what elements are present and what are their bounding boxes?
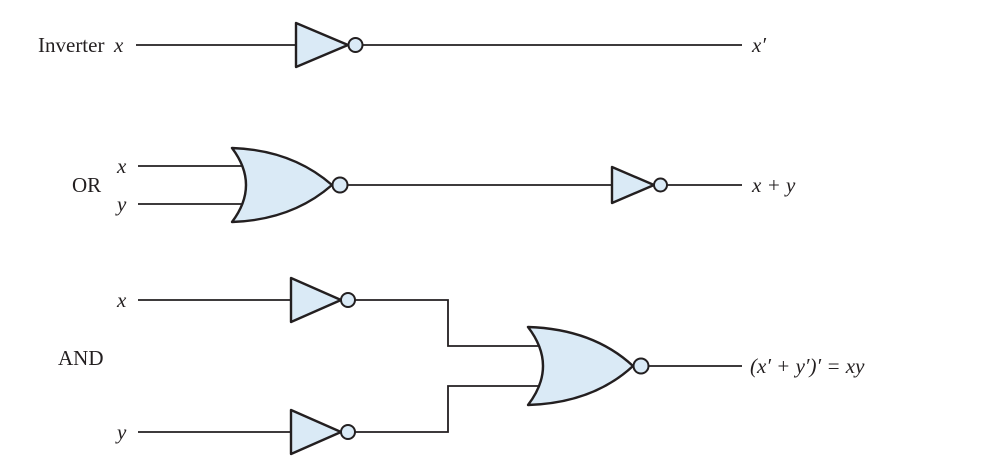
- output-label-row3: (x′ + y′)′ = xy: [750, 354, 865, 378]
- row-or: OR x y x + y: [72, 146, 796, 224]
- inversion-bubble-icon: [340, 424, 356, 440]
- input-label-y-row2: y: [115, 192, 127, 216]
- row-and: AND x y (x′ + y′)′ = xy: [58, 276, 865, 456]
- not-gate-icon: [289, 408, 343, 456]
- wire: [355, 385, 548, 433]
- nor-gate-icon: [526, 325, 635, 407]
- wire: [355, 299, 548, 347]
- inversion-bubble-icon: [331, 176, 349, 194]
- not-gate-icon: [289, 276, 343, 324]
- not-gate-icon: [294, 21, 350, 69]
- output-label-row1: x′: [751, 33, 766, 57]
- not-gate-icon: [610, 165, 656, 205]
- row-label-and: AND: [58, 346, 104, 370]
- row-inverter: Inverter x x′: [38, 21, 766, 69]
- inversion-bubble-icon: [347, 37, 364, 53]
- inversion-bubble-icon: [340, 292, 356, 308]
- inversion-bubble-icon: [653, 177, 668, 193]
- output-label-row2: x + y: [751, 173, 796, 197]
- input-label-y-row3: y: [115, 420, 127, 444]
- input-label-x-row2: x: [116, 154, 127, 178]
- inversion-bubble-icon: [632, 357, 650, 375]
- input-label-x-row1: x: [113, 33, 124, 57]
- input-label-x-row3: x: [116, 288, 127, 312]
- row-label-inverter: Inverter: [38, 33, 104, 57]
- row-label-or: OR: [72, 173, 101, 197]
- nor-gate-icon: [230, 146, 334, 224]
